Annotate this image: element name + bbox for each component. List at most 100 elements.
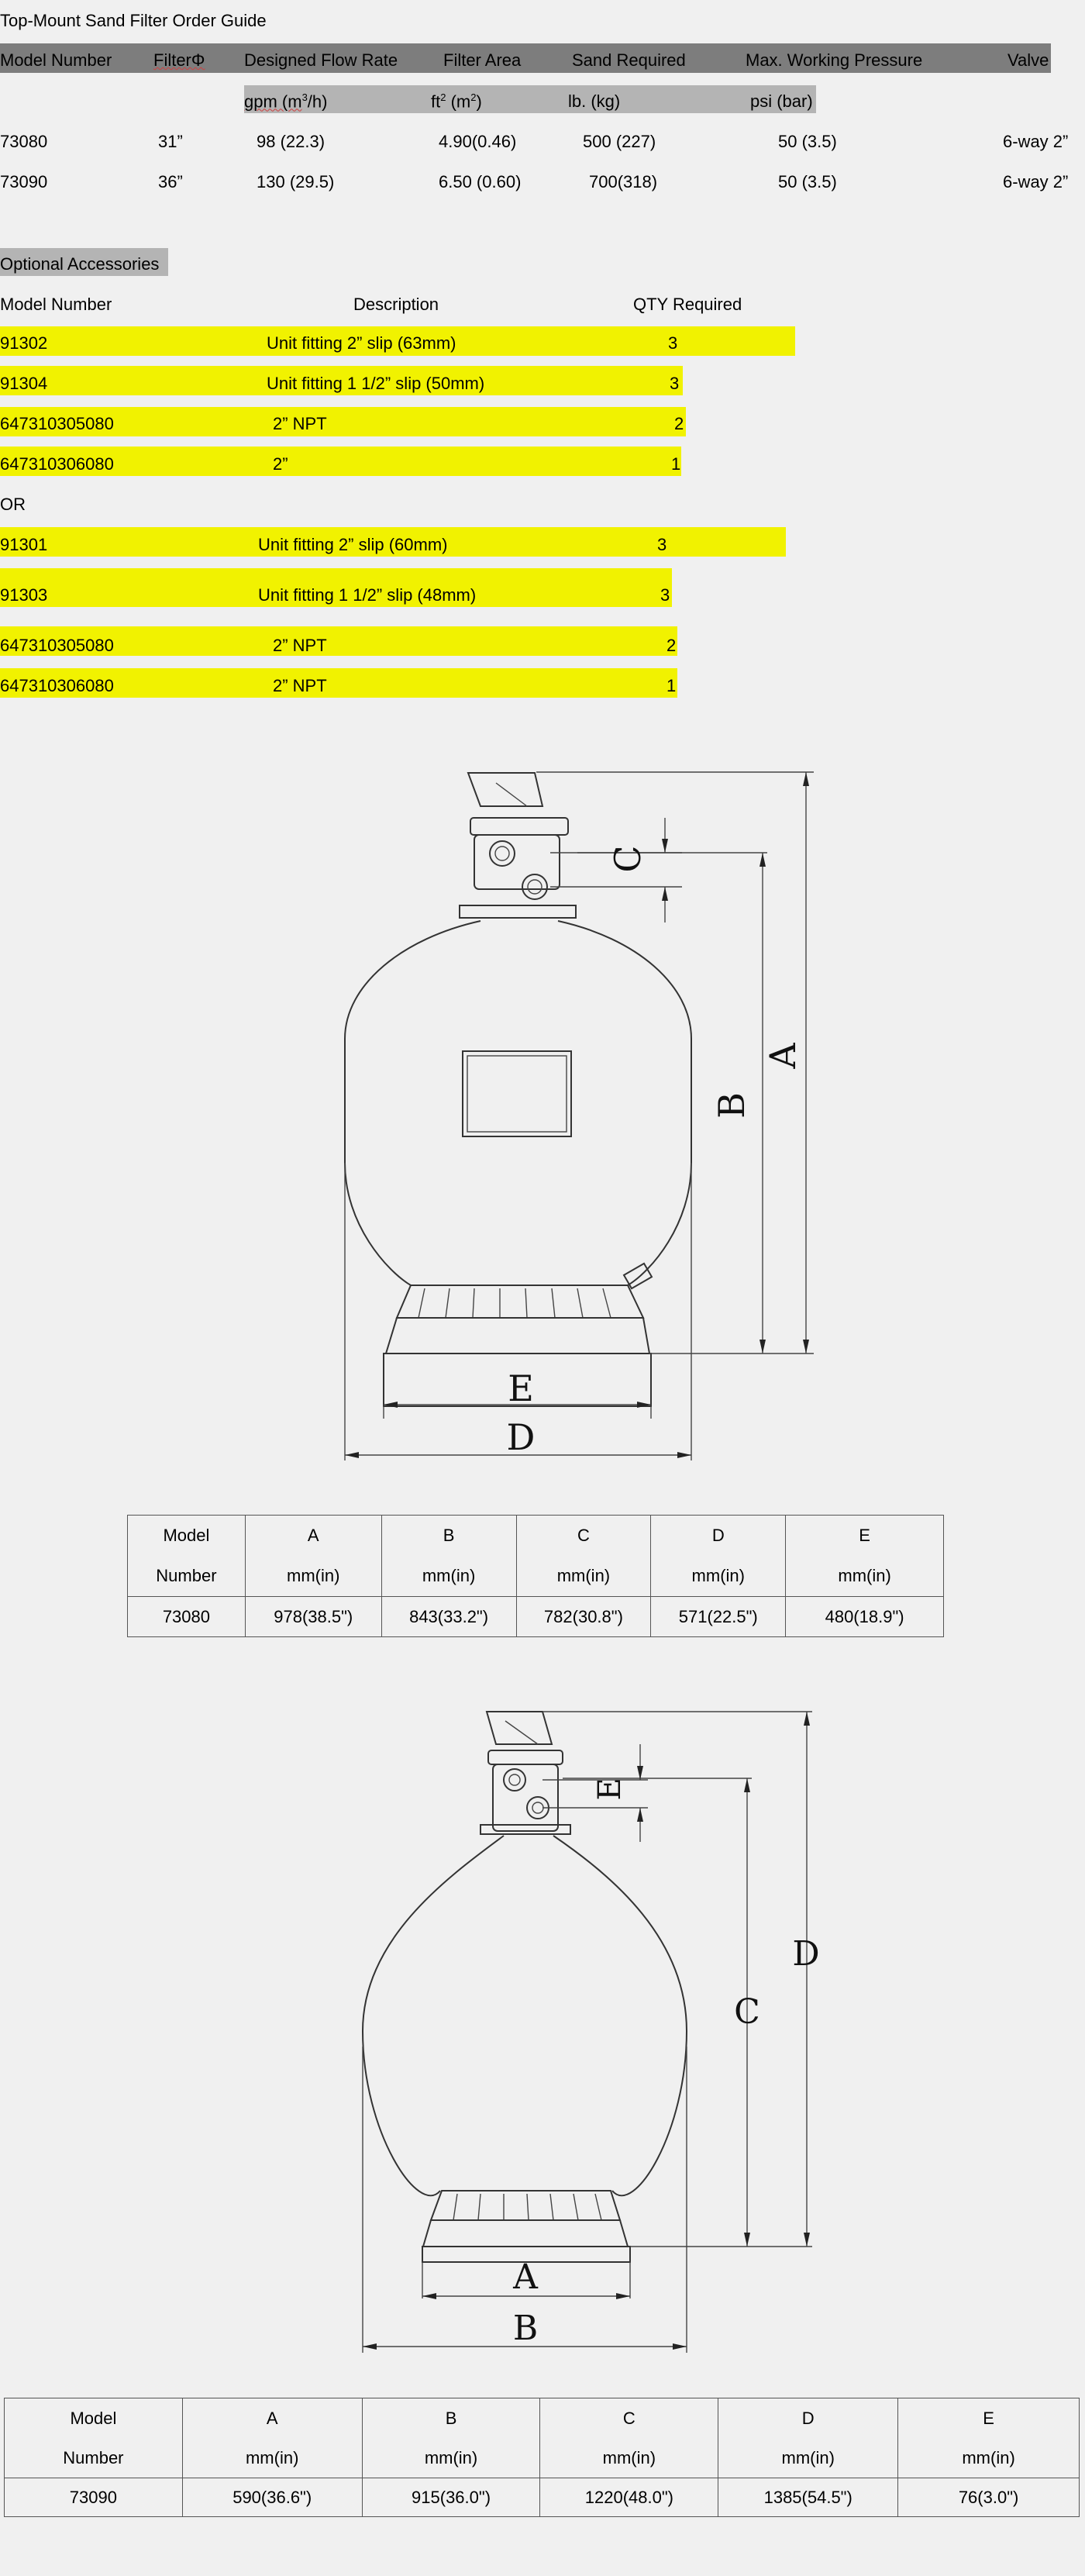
acc-model: 91301 xyxy=(0,535,48,554)
unit-sand: lb. (kg) xyxy=(568,91,621,111)
table-row: 73080 978(38.5") 843(33.2") 782(30.8") 5… xyxy=(127,1596,944,1637)
table-cell: 1220(48.0") xyxy=(539,2478,719,2517)
order-table-header-band xyxy=(0,43,1051,73)
acc-header-qty: QTY Required xyxy=(633,295,742,314)
unit-flow: gpm (m3/h) xyxy=(244,91,328,112)
acc-description: 2” NPT xyxy=(273,636,327,655)
acc-qty: 2 xyxy=(674,414,684,433)
accessories-title-band xyxy=(0,248,168,276)
acc-header-model: Model Number xyxy=(0,295,112,314)
acc-model: 647310306080 xyxy=(0,676,114,695)
col-header-model: Model Number xyxy=(0,50,112,70)
dim-label-d: D xyxy=(792,1934,819,1974)
acc-description: Unit fitting 1 1/2” slip (50mm) xyxy=(267,374,485,393)
acc-model: 647310305080 xyxy=(0,414,114,433)
cell-flow: 98 (22.3) xyxy=(257,132,326,151)
col-header-valve: Valve xyxy=(1008,50,1049,70)
cell-area: 4.90(0.46) xyxy=(439,132,517,151)
acc-qty: 3 xyxy=(668,333,678,353)
acc-description: 2” NPT xyxy=(273,676,327,695)
cell-pressure: 50 (3.5) xyxy=(778,172,837,191)
table-cell: 978(38.5") xyxy=(244,1596,382,1637)
acc-model: 91302 xyxy=(0,333,48,353)
or-label: OR xyxy=(0,495,26,514)
acc-description: Unit fitting 1 1/2” slip (48mm) xyxy=(258,585,477,605)
table-cell: 480(18.9") xyxy=(785,1596,944,1637)
acc-description: Unit fitting 2” slip (60mm) xyxy=(258,535,448,554)
acc-description: 2” NPT xyxy=(273,414,327,433)
cell-filter: 31” xyxy=(158,132,183,151)
tank-outline xyxy=(361,1711,688,2263)
table-row: 73090 590(36.6") 915(36.0") 1220(48.0") … xyxy=(4,2478,1080,2517)
unit-area: ft2 (m2) xyxy=(431,91,482,112)
order-table-units-band xyxy=(244,85,816,113)
cell-area: 6.50 (0.60) xyxy=(439,172,522,191)
cell-sand: 500 (227) xyxy=(583,132,656,151)
table-cell: 571(22.5") xyxy=(650,1596,787,1637)
list-item xyxy=(0,527,786,557)
table-cell: 590(36.6") xyxy=(181,2478,363,2517)
table-cell: 73090 xyxy=(4,2478,183,2517)
cell-valve: 6-way 2” xyxy=(1003,172,1069,191)
acc-qty: 1 xyxy=(671,454,681,474)
list-item xyxy=(0,568,672,607)
acc-qty: 3 xyxy=(660,585,670,605)
table-cell: 73080 xyxy=(127,1596,246,1637)
acc-description: 2” xyxy=(273,454,288,474)
table-cell: 1385(54.5") xyxy=(718,2478,899,2517)
tank-outline xyxy=(344,772,692,1407)
list-item xyxy=(0,668,677,698)
table-cell: 915(36.0") xyxy=(361,2478,541,2517)
dimension-lines xyxy=(344,771,814,1460)
acc-model: 91303 xyxy=(0,585,48,605)
acc-header-description: Description xyxy=(353,295,439,314)
acc-qty: 3 xyxy=(657,535,667,554)
col-header-flow: Designed Flow Rate xyxy=(244,50,398,70)
list-item xyxy=(0,326,795,356)
list-item xyxy=(0,407,686,436)
acc-model: 647310306080 xyxy=(0,454,114,474)
table-cell: 782(30.8") xyxy=(515,1596,652,1637)
unit-pressure: psi (bar) xyxy=(750,91,813,111)
dim-label-e: E xyxy=(508,1367,534,1409)
table-cell: 76(3.0") xyxy=(897,2478,1080,2517)
dim-label-b: B xyxy=(513,2309,538,2348)
list-item xyxy=(0,626,677,656)
cell-filter: 36” xyxy=(158,172,183,191)
dim-label-a: A xyxy=(762,1043,804,1070)
cell-sand: 700(318) xyxy=(589,172,658,191)
accessories-title: Optional Accessories xyxy=(0,254,160,274)
acc-model: 91304 xyxy=(0,374,48,393)
cell-flow: 130 (29.5) xyxy=(257,172,335,191)
dim-label-c: C xyxy=(734,1992,760,2032)
table-cell: 843(33.2") xyxy=(381,1596,517,1637)
dim-label-c: C xyxy=(607,845,649,872)
list-item xyxy=(0,366,683,395)
acc-description: Unit fitting 2” slip (63mm) xyxy=(267,333,456,353)
page-title: Top-Mount Sand Filter Order Guide xyxy=(0,11,267,30)
dim-label-b: B xyxy=(711,1092,753,1119)
dim-label-a: A xyxy=(512,2257,539,2297)
col-header-area: Filter Area xyxy=(443,50,522,70)
cell-valve: 6-way 2” xyxy=(1003,132,1069,151)
list-item xyxy=(0,447,681,476)
acc-qty: 1 xyxy=(666,676,677,695)
cell-model: 73080 xyxy=(0,132,48,151)
